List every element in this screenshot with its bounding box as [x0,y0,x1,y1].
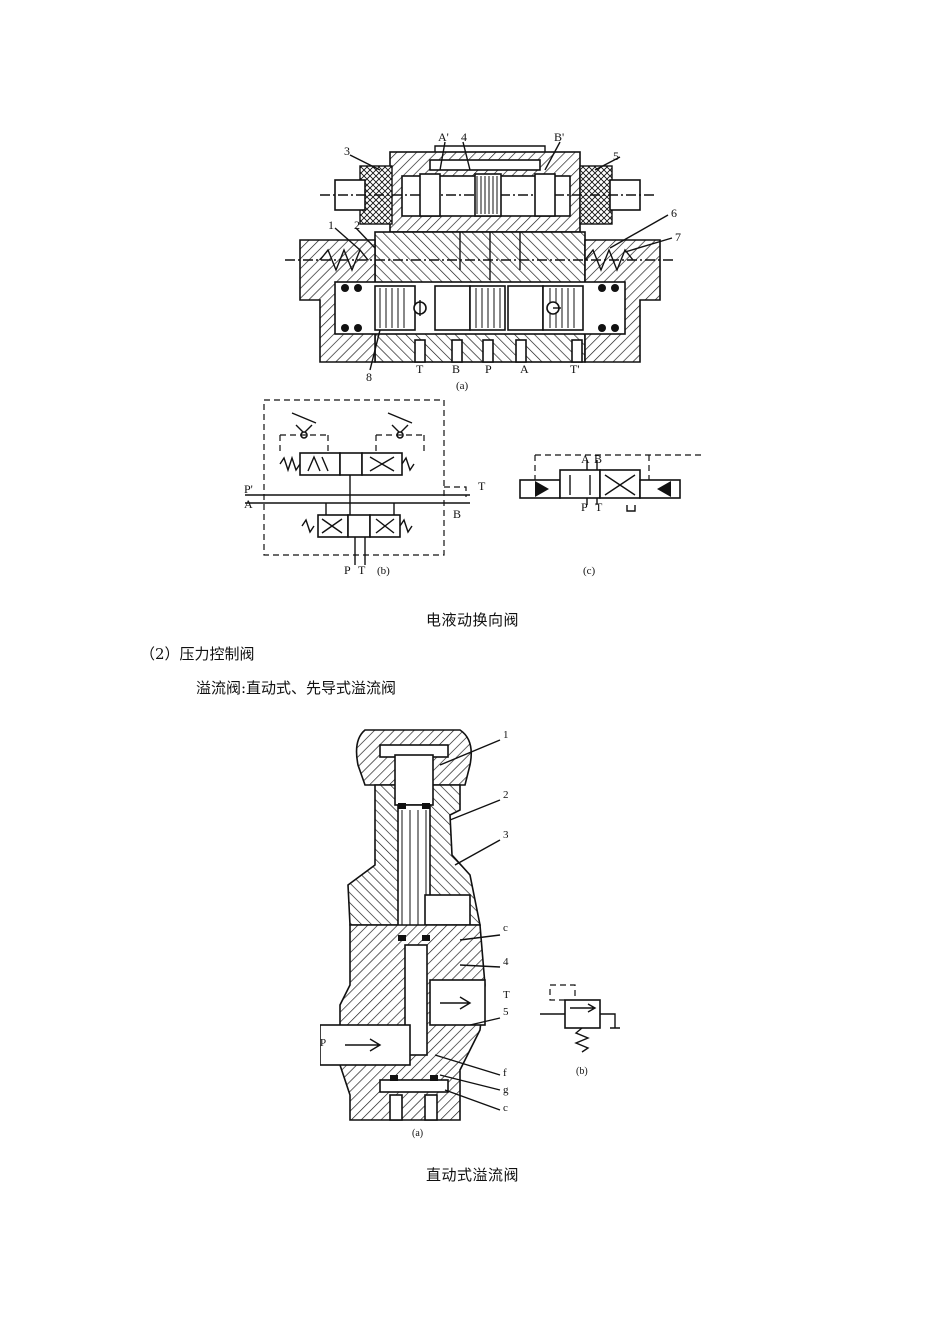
figure-1c-label: (c) [583,565,596,577]
figure-2a-relief-valve-section [320,729,501,1121]
relief-label-f: f [503,1067,507,1079]
figure-2b-relief-symbol [540,984,620,1053]
port-t: T [416,362,424,376]
c-label-a: A [581,452,590,466]
label-1: 1 [328,218,334,232]
port-t-prime: T' [570,362,580,376]
port-p: P [485,362,492,376]
label-4: 4 [461,130,467,144]
b-label-p: P [344,563,351,577]
b-label-t: T [478,479,486,493]
relief-label-1: 1 [503,729,509,741]
label-8: 8 [366,370,372,384]
label-a-prime: A' [438,130,449,144]
label-7: 7 [675,230,681,244]
b-label-b: B [453,507,462,521]
figure-1a-label: (a) [456,380,469,392]
caption-electro-hydraulic-valve: 电液动换向阀 [426,611,520,629]
relief-label-c-lower: c [503,1102,508,1114]
b-label-p-prime: P' [244,482,253,496]
label-b-prime: B' [554,130,565,144]
c-label-b: B [594,452,603,466]
figure-1c-symbol [519,454,705,512]
label-6: 6 [671,206,677,220]
relief-label-2: 2 [503,789,509,801]
figure-1b-label: (b) [377,565,390,577]
section-heading-pressure-control: （2）压力控制阀 [140,645,255,663]
subheading-relief-valves: 溢流阀:直动式、先导式溢流阀 [196,679,397,697]
b-label-t2: T [358,563,366,577]
figure-1b-symbol [245,399,470,565]
b-label-a: A [244,497,253,511]
c-label-t: T [595,500,603,514]
label-2: 2 [354,218,360,232]
relief-label-c-upper: c [503,922,508,934]
label-3: 3 [344,144,350,158]
c-label-p: P [581,500,588,514]
figure-2b-label: (b) [576,1066,588,1077]
label-5: 5 [613,149,619,163]
caption-direct-acting-relief-valve: 直动式溢流阀 [426,1166,520,1184]
figure-1a-valve-section [285,141,675,371]
relief-label-4: 4 [503,956,509,968]
relief-label-3: 3 [503,829,509,841]
relief-label-t: T [503,989,510,1001]
port-b: B [452,362,461,376]
relief-label-p: P [320,1037,327,1049]
relief-label-g: g [503,1084,509,1096]
port-a: A [520,362,529,376]
relief-label-5: 5 [503,1006,509,1018]
figure-2a-label: (a) [412,1128,424,1139]
